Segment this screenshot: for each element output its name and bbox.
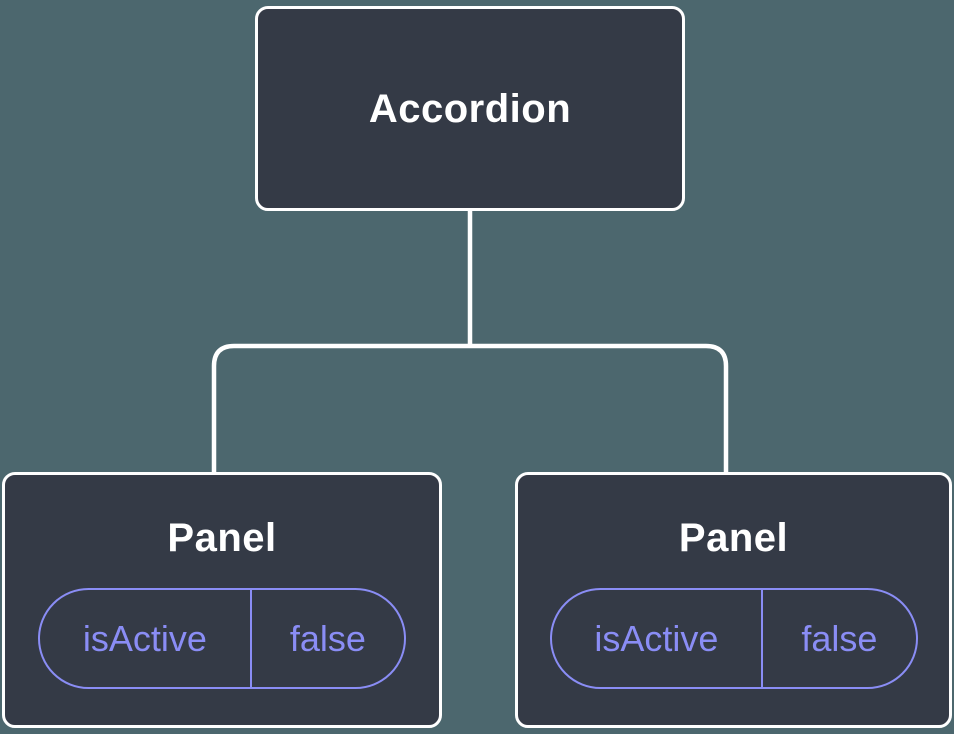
panel-node-label: Panel (167, 516, 277, 560)
state-value: false (801, 617, 878, 659)
panel-node-left: Panel isActive false (2, 472, 442, 728)
state-name: isActive (40, 590, 252, 687)
state-value: false (289, 617, 366, 659)
accordion-node-label: Accordion (368, 86, 572, 131)
panel-node-label: Panel (678, 516, 789, 560)
state-pill: isActive false (38, 588, 406, 689)
panel-node-right: Panel isActive false (515, 472, 952, 728)
accordion-node: Accordion (255, 6, 685, 211)
state-name: isActive (552, 590, 764, 687)
connector-bracket (211, 343, 729, 474)
state-pill: isActive false (549, 588, 918, 689)
